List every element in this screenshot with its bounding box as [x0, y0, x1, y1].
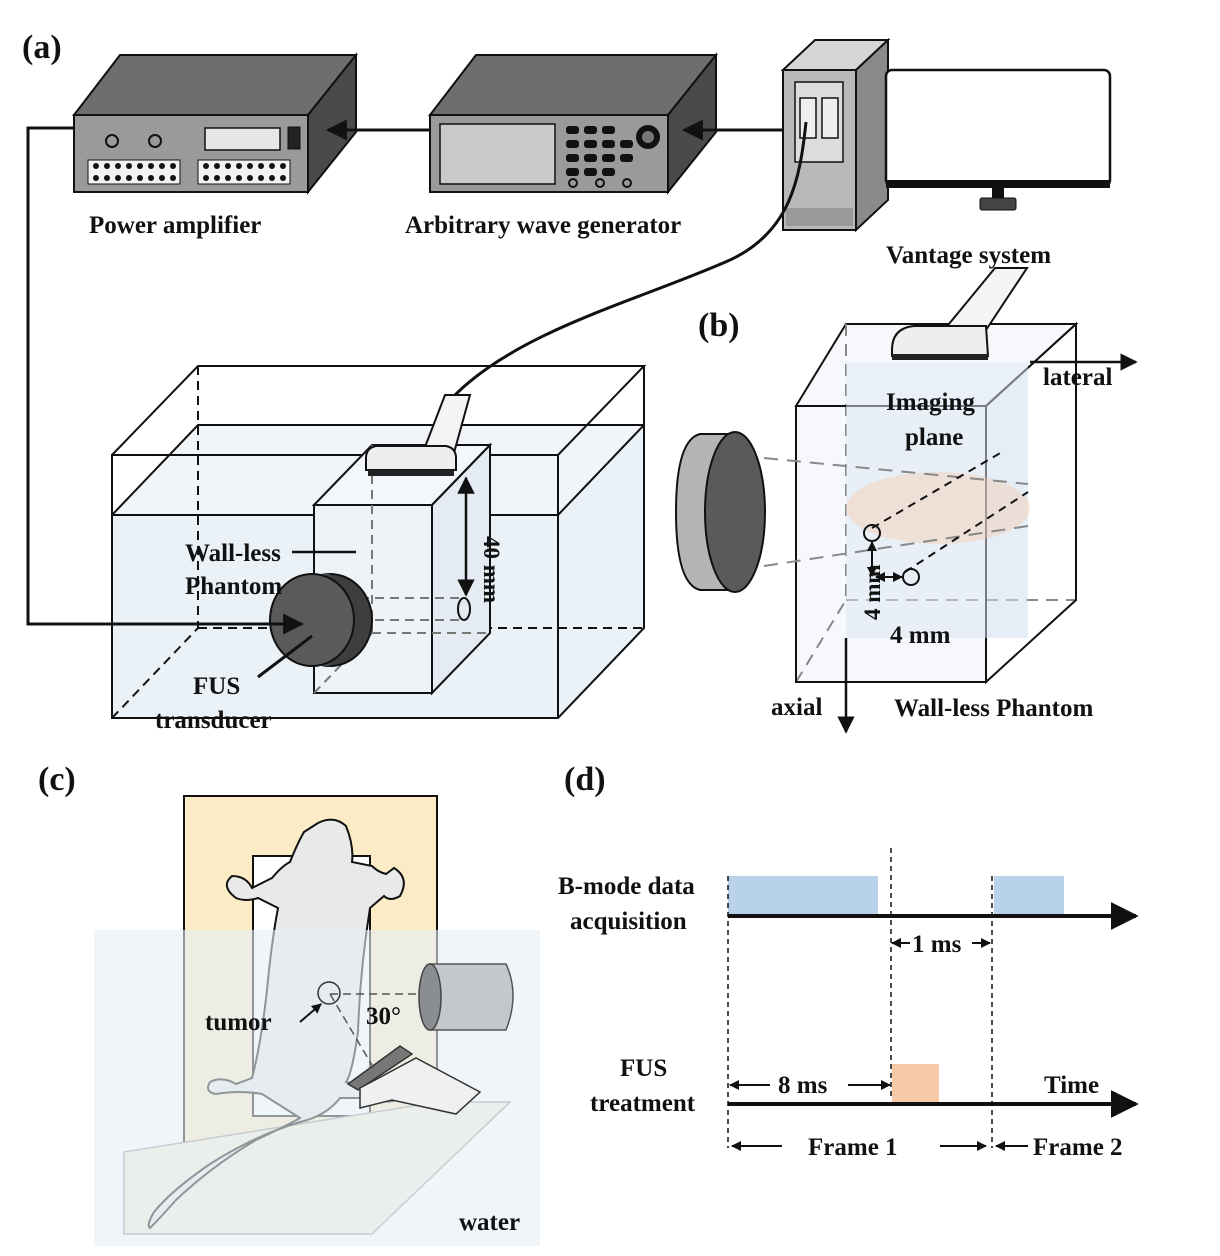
fus-transducer [269, 573, 373, 667]
time-label: Time [1044, 1072, 1099, 1099]
acquisition-block-frame-1 [728, 876, 878, 916]
tumor-pointer-arrow [299, 1003, 322, 1023]
treatment-pulse-block [892, 1064, 939, 1104]
fus-pointer-line [257, 634, 313, 679]
imaging-beam-line [329, 993, 377, 1073]
phantom-label-b: Wall-less Phantom [894, 695, 1093, 722]
frame1-label: Frame 1 [808, 1134, 898, 1161]
vertical-dimension-label: 4 mm [860, 564, 885, 620]
wave-generator-label: Arbitrary wave generator [405, 212, 681, 239]
imaging-plane-label-line2: plane [905, 424, 963, 451]
imaging-probe [365, 394, 472, 476]
power-cable-arrow [26, 126, 305, 635]
fus-treatment-label-line1: FUS [620, 1055, 667, 1082]
imaging-probe-b [891, 267, 1029, 360]
phantom-label-line1: Wall-less [185, 540, 281, 567]
imaging-plane-label-line1: Imaging [886, 389, 975, 416]
probe-cable [453, 121, 808, 397]
fus-treatment-label-line2: treatment [590, 1090, 696, 1117]
gap-label: 1 ms [912, 931, 962, 958]
wave-generator-device [427, 52, 719, 195]
panel-label-c: (c) [38, 761, 76, 798]
tumor-label: tumor [205, 1009, 272, 1036]
panel-label-b: (b) [698, 307, 740, 344]
frame2-label: Frame 2 [1033, 1134, 1123, 1161]
axial-label: axial [771, 694, 822, 721]
vantage-monitor [884, 68, 1112, 211]
angle-label: 30° [366, 1003, 401, 1030]
imaging-probe-c [346, 1045, 482, 1115]
acquisition-block-frame-2 [994, 876, 1064, 916]
water-label: water [459, 1209, 520, 1236]
vantage-label: Vantage system [886, 242, 1051, 269]
fus-transducer-c [418, 963, 514, 1031]
power-amplifier-device [71, 52, 359, 195]
depth-label: 40 mm [479, 536, 504, 603]
bmode-label-line2: acquisition [570, 908, 687, 935]
bmode-label-line1: B-mode data [558, 873, 695, 900]
vantage-computer-tower [780, 37, 891, 233]
fus-label-line1: FUS [193, 673, 240, 700]
fus-label-line2: transducer [155, 707, 272, 734]
phantom-3d-box [763, 321, 1079, 685]
tumor-site [317, 981, 341, 1005]
horizontal-dimension-label: 4 mm [890, 622, 951, 649]
phantom-label-line2: Phantom [185, 573, 282, 600]
lateral-label: lateral [1043, 364, 1112, 391]
power-amplifier-label: Power amplifier [89, 212, 261, 239]
panel-label-d: (d) [564, 761, 606, 798]
pulse-label: 8 ms [778, 1072, 828, 1099]
panel-label-a: (a) [22, 29, 62, 66]
fus-transducer-b [674, 431, 766, 593]
